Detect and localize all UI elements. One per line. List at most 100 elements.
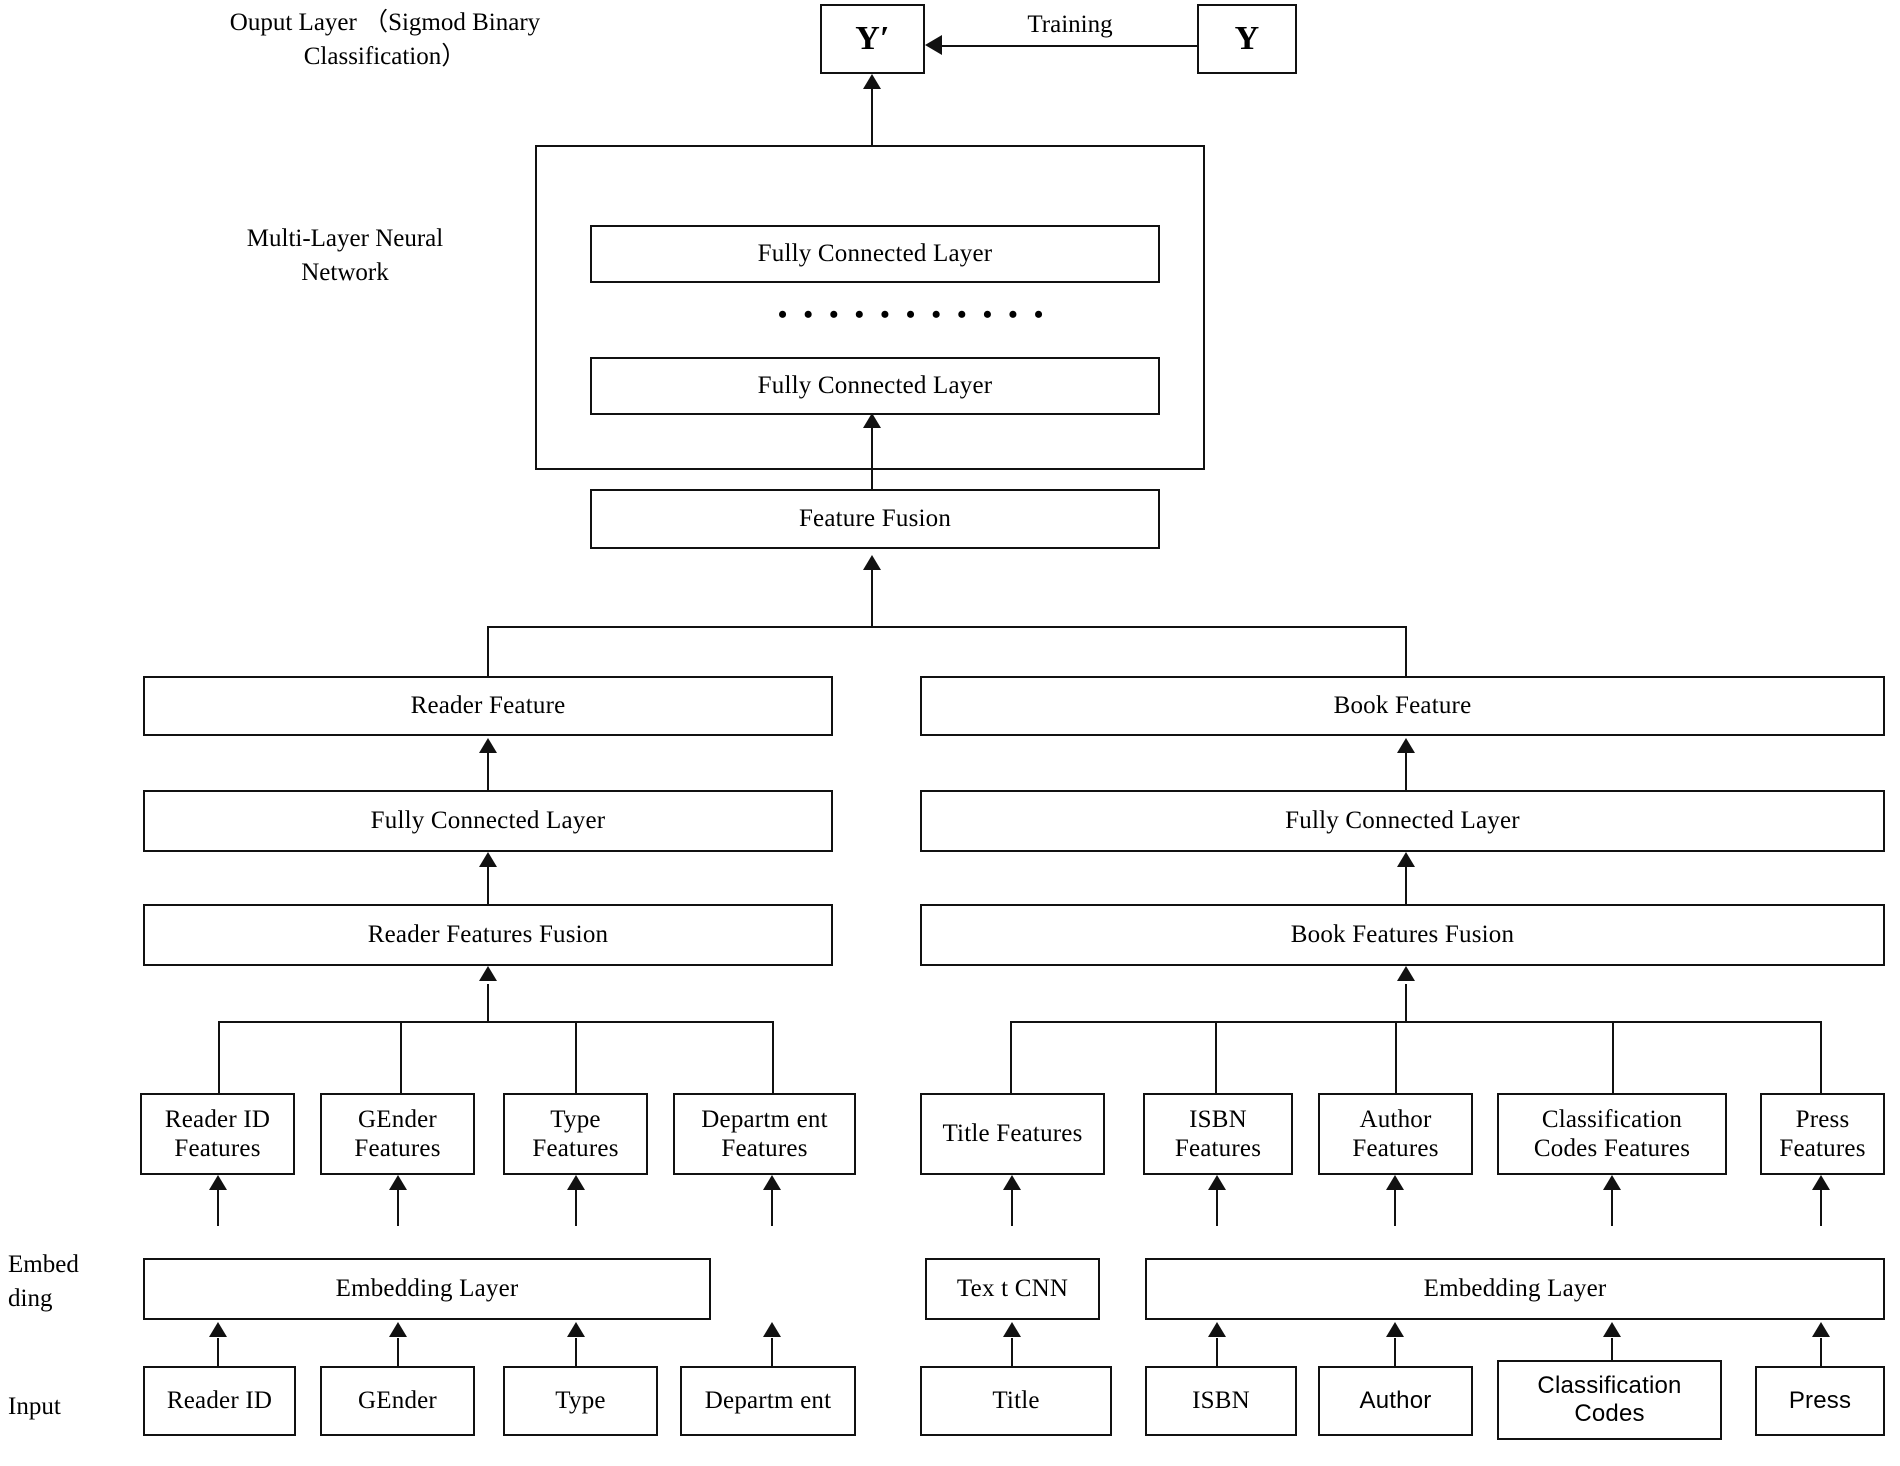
input-author-arrowhead bbox=[1386, 1322, 1404, 1337]
input-author-line bbox=[1394, 1338, 1396, 1366]
input-title-line bbox=[1011, 1338, 1013, 1366]
book-fanin-riser bbox=[1405, 984, 1407, 1022]
reader-feature-box: Reader Feature bbox=[143, 676, 833, 736]
input-gender-line bbox=[397, 1338, 399, 1366]
fusion-to-fc-arrowhead bbox=[863, 413, 881, 428]
input-press-box: Press bbox=[1755, 1366, 1885, 1436]
book-fanin-drop-4 bbox=[1612, 1021, 1614, 1093]
input-type-arrowhead bbox=[567, 1322, 585, 1337]
book-fanin-arrowhead bbox=[1397, 966, 1415, 981]
book-fusion-to-fc-arrowhead bbox=[1397, 852, 1415, 867]
reader-fully-connected-layer: Fully Connected Layer bbox=[143, 790, 833, 852]
book-branch-riser bbox=[1405, 626, 1407, 676]
emb-to-type-arrowhead bbox=[567, 1175, 585, 1190]
input-type-box: Type bbox=[503, 1366, 658, 1436]
textcnn-to-title-arrowhead bbox=[1003, 1175, 1021, 1190]
training-edge-line bbox=[940, 45, 1198, 47]
reader-fanin-bus bbox=[218, 1021, 773, 1023]
reader-fanin-drop-1 bbox=[218, 1021, 220, 1093]
input-reader-id-box: Reader ID bbox=[143, 1366, 296, 1436]
input-stage-label: Input bbox=[8, 1393, 61, 1420]
embedding-stage-label: Embed ding bbox=[8, 1251, 79, 1312]
input-isbn-line bbox=[1216, 1338, 1218, 1366]
input-isbn-box: ISBN bbox=[1145, 1366, 1297, 1436]
reader-branch-riser bbox=[487, 626, 489, 676]
book-fanin-drop-2 bbox=[1215, 1021, 1217, 1093]
input-gender-box: GEnder bbox=[320, 1366, 475, 1436]
emb-to-press-line bbox=[1820, 1188, 1822, 1226]
input-reader-id-line bbox=[217, 1338, 219, 1366]
book-fully-connected-layer: Fully Connected Layer bbox=[920, 790, 1885, 852]
y-pred-box: Y′ bbox=[820, 4, 925, 74]
input-reader-id-arrowhead bbox=[209, 1322, 227, 1337]
emb-to-gender-arrowhead bbox=[389, 1175, 407, 1190]
emb-to-classification-line bbox=[1611, 1188, 1613, 1226]
input-author-box: Author bbox=[1318, 1366, 1473, 1436]
press-features-box: Press Features bbox=[1760, 1093, 1885, 1175]
input-isbn-arrowhead bbox=[1208, 1322, 1226, 1337]
type-features-box: Type Features bbox=[503, 1093, 648, 1175]
nn-to-ypred-arrowhead bbox=[863, 74, 881, 89]
book-fanin-drop-1 bbox=[1010, 1021, 1012, 1093]
input-classification-arrowhead bbox=[1603, 1322, 1621, 1337]
input-department-box: Departm ent bbox=[680, 1366, 856, 1436]
reader-id-features-box: Reader ID Features bbox=[140, 1093, 295, 1175]
y-true-box: Y bbox=[1197, 4, 1297, 74]
merge-to-fusion-line bbox=[871, 570, 873, 627]
reader-fanin-riser bbox=[487, 984, 489, 1022]
input-classification-codes-box: Classification Codes bbox=[1497, 1360, 1722, 1440]
reader-fc-to-feature-line bbox=[487, 752, 489, 790]
output-layer-label: Ouput Layer （Sigmod Binary Classificatio… bbox=[229, 9, 541, 70]
reader-fanin-drop-3 bbox=[575, 1021, 577, 1093]
input-press-line bbox=[1820, 1338, 1822, 1366]
reader-features-fusion: Reader Features Fusion bbox=[143, 904, 833, 966]
emb-to-isbn-arrowhead bbox=[1208, 1175, 1226, 1190]
emb-to-isbn-line bbox=[1216, 1188, 1218, 1226]
input-classification-line bbox=[1611, 1338, 1613, 1366]
fusion-to-fc-line bbox=[871, 418, 873, 491]
multi-layer-nn-label: Multi-Layer Neural Network bbox=[246, 225, 444, 286]
book-fanin-drop-3 bbox=[1395, 1021, 1397, 1093]
training-edge-label: Training bbox=[1027, 11, 1113, 38]
book-features-fusion: Book Features Fusion bbox=[920, 904, 1885, 966]
input-department-arrowhead bbox=[763, 1322, 781, 1337]
text-cnn-box: Tex t CNN bbox=[925, 1258, 1100, 1320]
reader-fanin-drop-4 bbox=[772, 1021, 774, 1093]
input-department-line bbox=[771, 1338, 773, 1366]
reader-fanin-arrowhead bbox=[479, 966, 497, 981]
gender-features-box: GEnder Features bbox=[320, 1093, 475, 1175]
emb-to-type-line bbox=[575, 1188, 577, 1226]
department-features-box: Departm ent Features bbox=[673, 1093, 856, 1175]
reader-embedding-layer: Embedding Layer bbox=[143, 1258, 711, 1320]
textcnn-to-title-line bbox=[1011, 1188, 1013, 1226]
reader-fanin-drop-2 bbox=[400, 1021, 402, 1093]
nn-ellipsis: • • • • • • • • • • • bbox=[778, 300, 1049, 329]
emb-to-reader-id-line bbox=[217, 1188, 219, 1226]
book-fusion-to-fc-line bbox=[1405, 866, 1407, 904]
emb-to-author-line bbox=[1394, 1188, 1396, 1226]
author-features-box: Author Features bbox=[1318, 1093, 1473, 1175]
book-fc-to-feature-line bbox=[1405, 752, 1407, 790]
input-title-arrowhead bbox=[1003, 1322, 1021, 1337]
book-fanin-bus bbox=[1010, 1021, 1822, 1023]
emb-to-press-arrowhead bbox=[1812, 1175, 1830, 1190]
emb-to-reader-id-arrowhead bbox=[209, 1175, 227, 1190]
input-press-arrowhead bbox=[1812, 1322, 1830, 1337]
emb-to-department-line bbox=[771, 1188, 773, 1226]
emb-to-classification-arrowhead bbox=[1603, 1175, 1621, 1190]
training-edge-arrowhead bbox=[925, 35, 942, 55]
isbn-features-box: ISBN Features bbox=[1143, 1093, 1293, 1175]
reader-book-merge-bus bbox=[487, 626, 1407, 628]
classification-codes-features-box: Classification Codes Features bbox=[1497, 1093, 1727, 1175]
reader-fusion-to-fc-line bbox=[487, 866, 489, 904]
book-fc-to-feature-arrowhead bbox=[1397, 738, 1415, 753]
merge-to-fusion-arrowhead bbox=[863, 555, 881, 570]
book-fanin-drop-5 bbox=[1820, 1021, 1822, 1093]
emb-to-department-arrowhead bbox=[763, 1175, 781, 1190]
input-gender-arrowhead bbox=[389, 1322, 407, 1337]
nn-fully-connected-layer-bottom: Fully Connected Layer bbox=[590, 357, 1160, 415]
feature-fusion-box: Feature Fusion bbox=[590, 489, 1160, 549]
nn-to-ypred-line bbox=[871, 88, 873, 146]
book-embedding-layer: Embedding Layer bbox=[1145, 1258, 1885, 1320]
title-features-box: Title Features bbox=[920, 1093, 1105, 1175]
